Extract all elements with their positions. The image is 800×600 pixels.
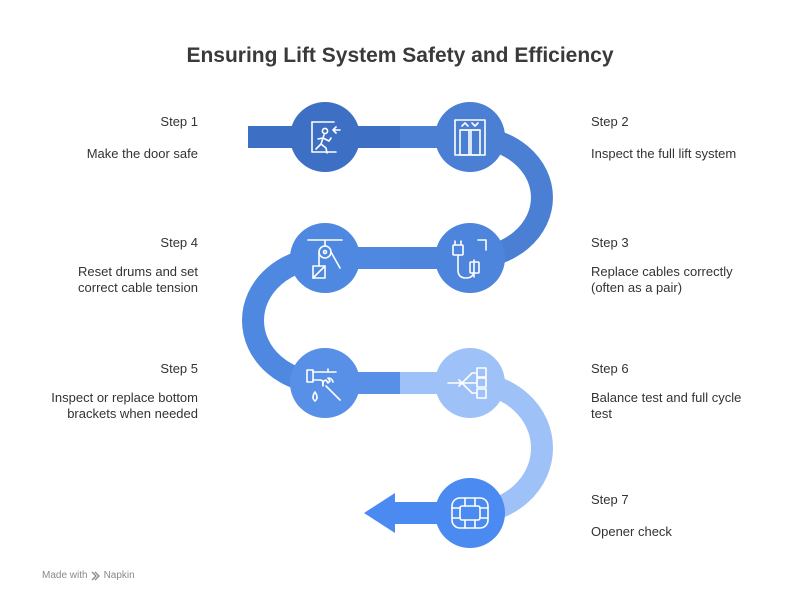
step-7-label: Step 7: [591, 492, 629, 507]
step-6-node: [435, 348, 505, 418]
page-title: Ensuring Lift System Safety and Efficien…: [186, 44, 614, 67]
made-with-napkin-footer[interactable]: Made with Napkin: [42, 570, 135, 581]
chip-icon: [451, 497, 489, 529]
step-6-description: Balance test and full cycle test: [591, 390, 742, 421]
footer-brand: Napkin: [103, 570, 135, 581]
arrow-head: [364, 493, 395, 533]
step-1-label: Step 1: [160, 114, 198, 129]
step-3-label: Step 3: [591, 235, 629, 250]
pulley-weight-icon: [307, 239, 343, 279]
step-5-description: Inspect or replace bottom brackets when …: [51, 390, 198, 421]
step-3-node: [435, 223, 505, 293]
step-4-label: Step 4: [160, 235, 198, 250]
step-7-node: [435, 478, 505, 548]
step-4-description: Reset drums and set correct cable tensio…: [78, 264, 198, 295]
person-exit-door-icon: [311, 121, 341, 154]
napkin-logo-icon: [91, 571, 100, 580]
step-5-label: Step 5: [160, 361, 198, 376]
step-1-node: [290, 102, 360, 172]
flow-chart-icon: [447, 367, 487, 399]
step-4-node: [290, 223, 360, 293]
footer-prefix: Made with: [42, 570, 88, 581]
elevator-icon: [454, 119, 486, 156]
faucet-wrench-icon: [306, 368, 341, 402]
step-2-node: [435, 102, 505, 172]
cable-connector-icon: [452, 239, 487, 279]
step-5-node: [290, 348, 360, 418]
step-2-description: Inspect the full lift system: [591, 146, 737, 161]
step-2-label: Step 2: [591, 114, 629, 129]
step-7-description: Opener check: [591, 524, 672, 539]
step-3-description: Replace cables correctly (often as a pai…: [591, 264, 733, 295]
step-6-label: Step 6: [591, 361, 629, 376]
step-1-description: Make the door safe: [86, 146, 198, 161]
